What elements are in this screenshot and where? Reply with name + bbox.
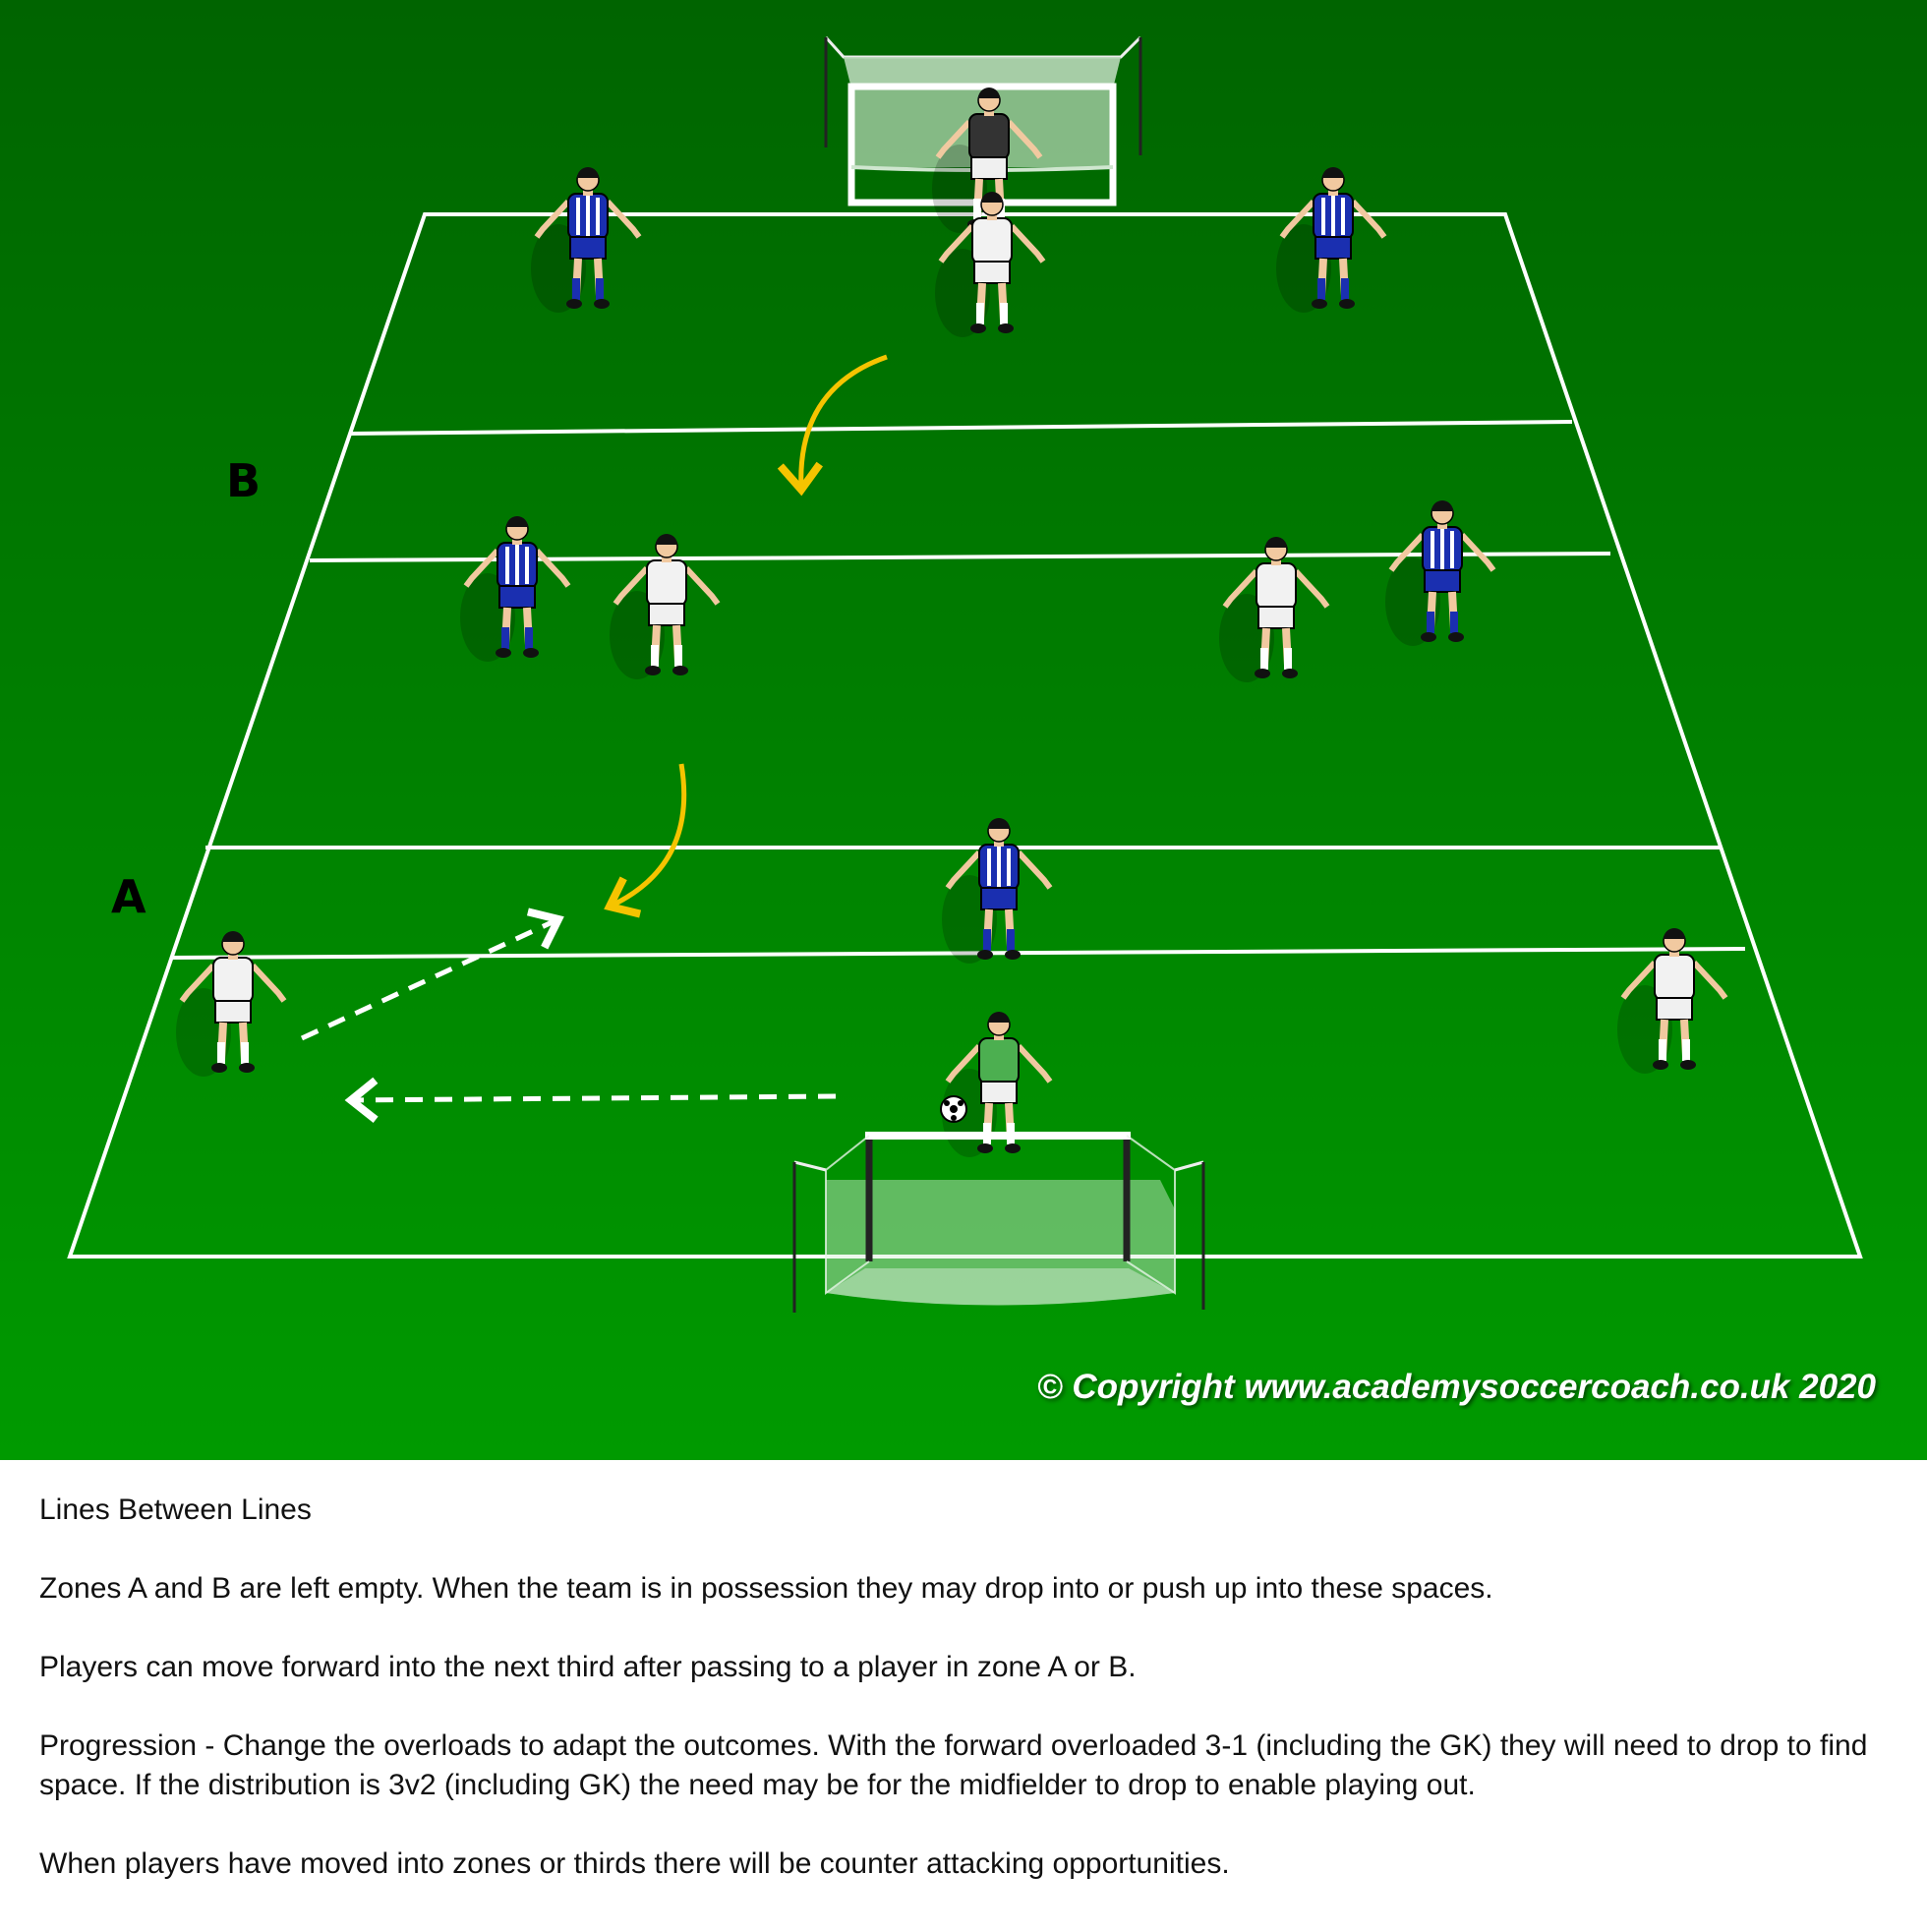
player-movement-arrow — [777, 354, 888, 497]
player-white — [176, 931, 287, 1077]
description-paragraph: Zones A and B are left empty. When the t… — [39, 1572, 1493, 1605]
zone-b-top-line — [350, 420, 1573, 436]
player-white — [1219, 537, 1330, 682]
zone-b-label: B — [226, 454, 261, 507]
description-title: Lines Between Lines — [39, 1493, 312, 1526]
pass-arrow — [344, 1077, 837, 1123]
description-paragraph: Progression - Change the overloads to ad… — [39, 1729, 1868, 1801]
player-white — [1617, 928, 1728, 1074]
player-blue — [942, 818, 1053, 964]
player-white — [610, 534, 721, 679]
description-paragraph: Players can move forward into the next t… — [39, 1651, 1137, 1683]
player-blue — [460, 516, 571, 662]
zone-a-bottom-line — [171, 947, 1746, 960]
pitch-background — [0, 0, 1927, 1460]
player-white — [935, 192, 1046, 337]
player-blue — [1276, 167, 1387, 313]
pitch-markings — [67, 212, 1863, 1259]
description-paragraph: When players have moved into zones or th… — [39, 1847, 1230, 1880]
football — [940, 1095, 967, 1123]
bottom-goal — [792, 1132, 1205, 1313]
pass-arrow — [300, 907, 564, 1041]
copyright-text: © Copyright www.academysoccercoach.co.uk… — [1037, 1368, 1877, 1406]
session-description: Lines Between Lines Zones A and B are le… — [39, 1491, 1888, 1923]
player-movement-arrow — [604, 763, 687, 918]
player-blue — [1385, 500, 1496, 646]
goalkeeper-bottom — [942, 1012, 1053, 1157]
session-diagram: B A — [0, 0, 1927, 1460]
player-blue — [531, 167, 642, 313]
goalkeeper-top — [932, 88, 1043, 233]
zone-a-label: A — [111, 870, 146, 923]
pitch-outline — [67, 212, 1863, 1259]
